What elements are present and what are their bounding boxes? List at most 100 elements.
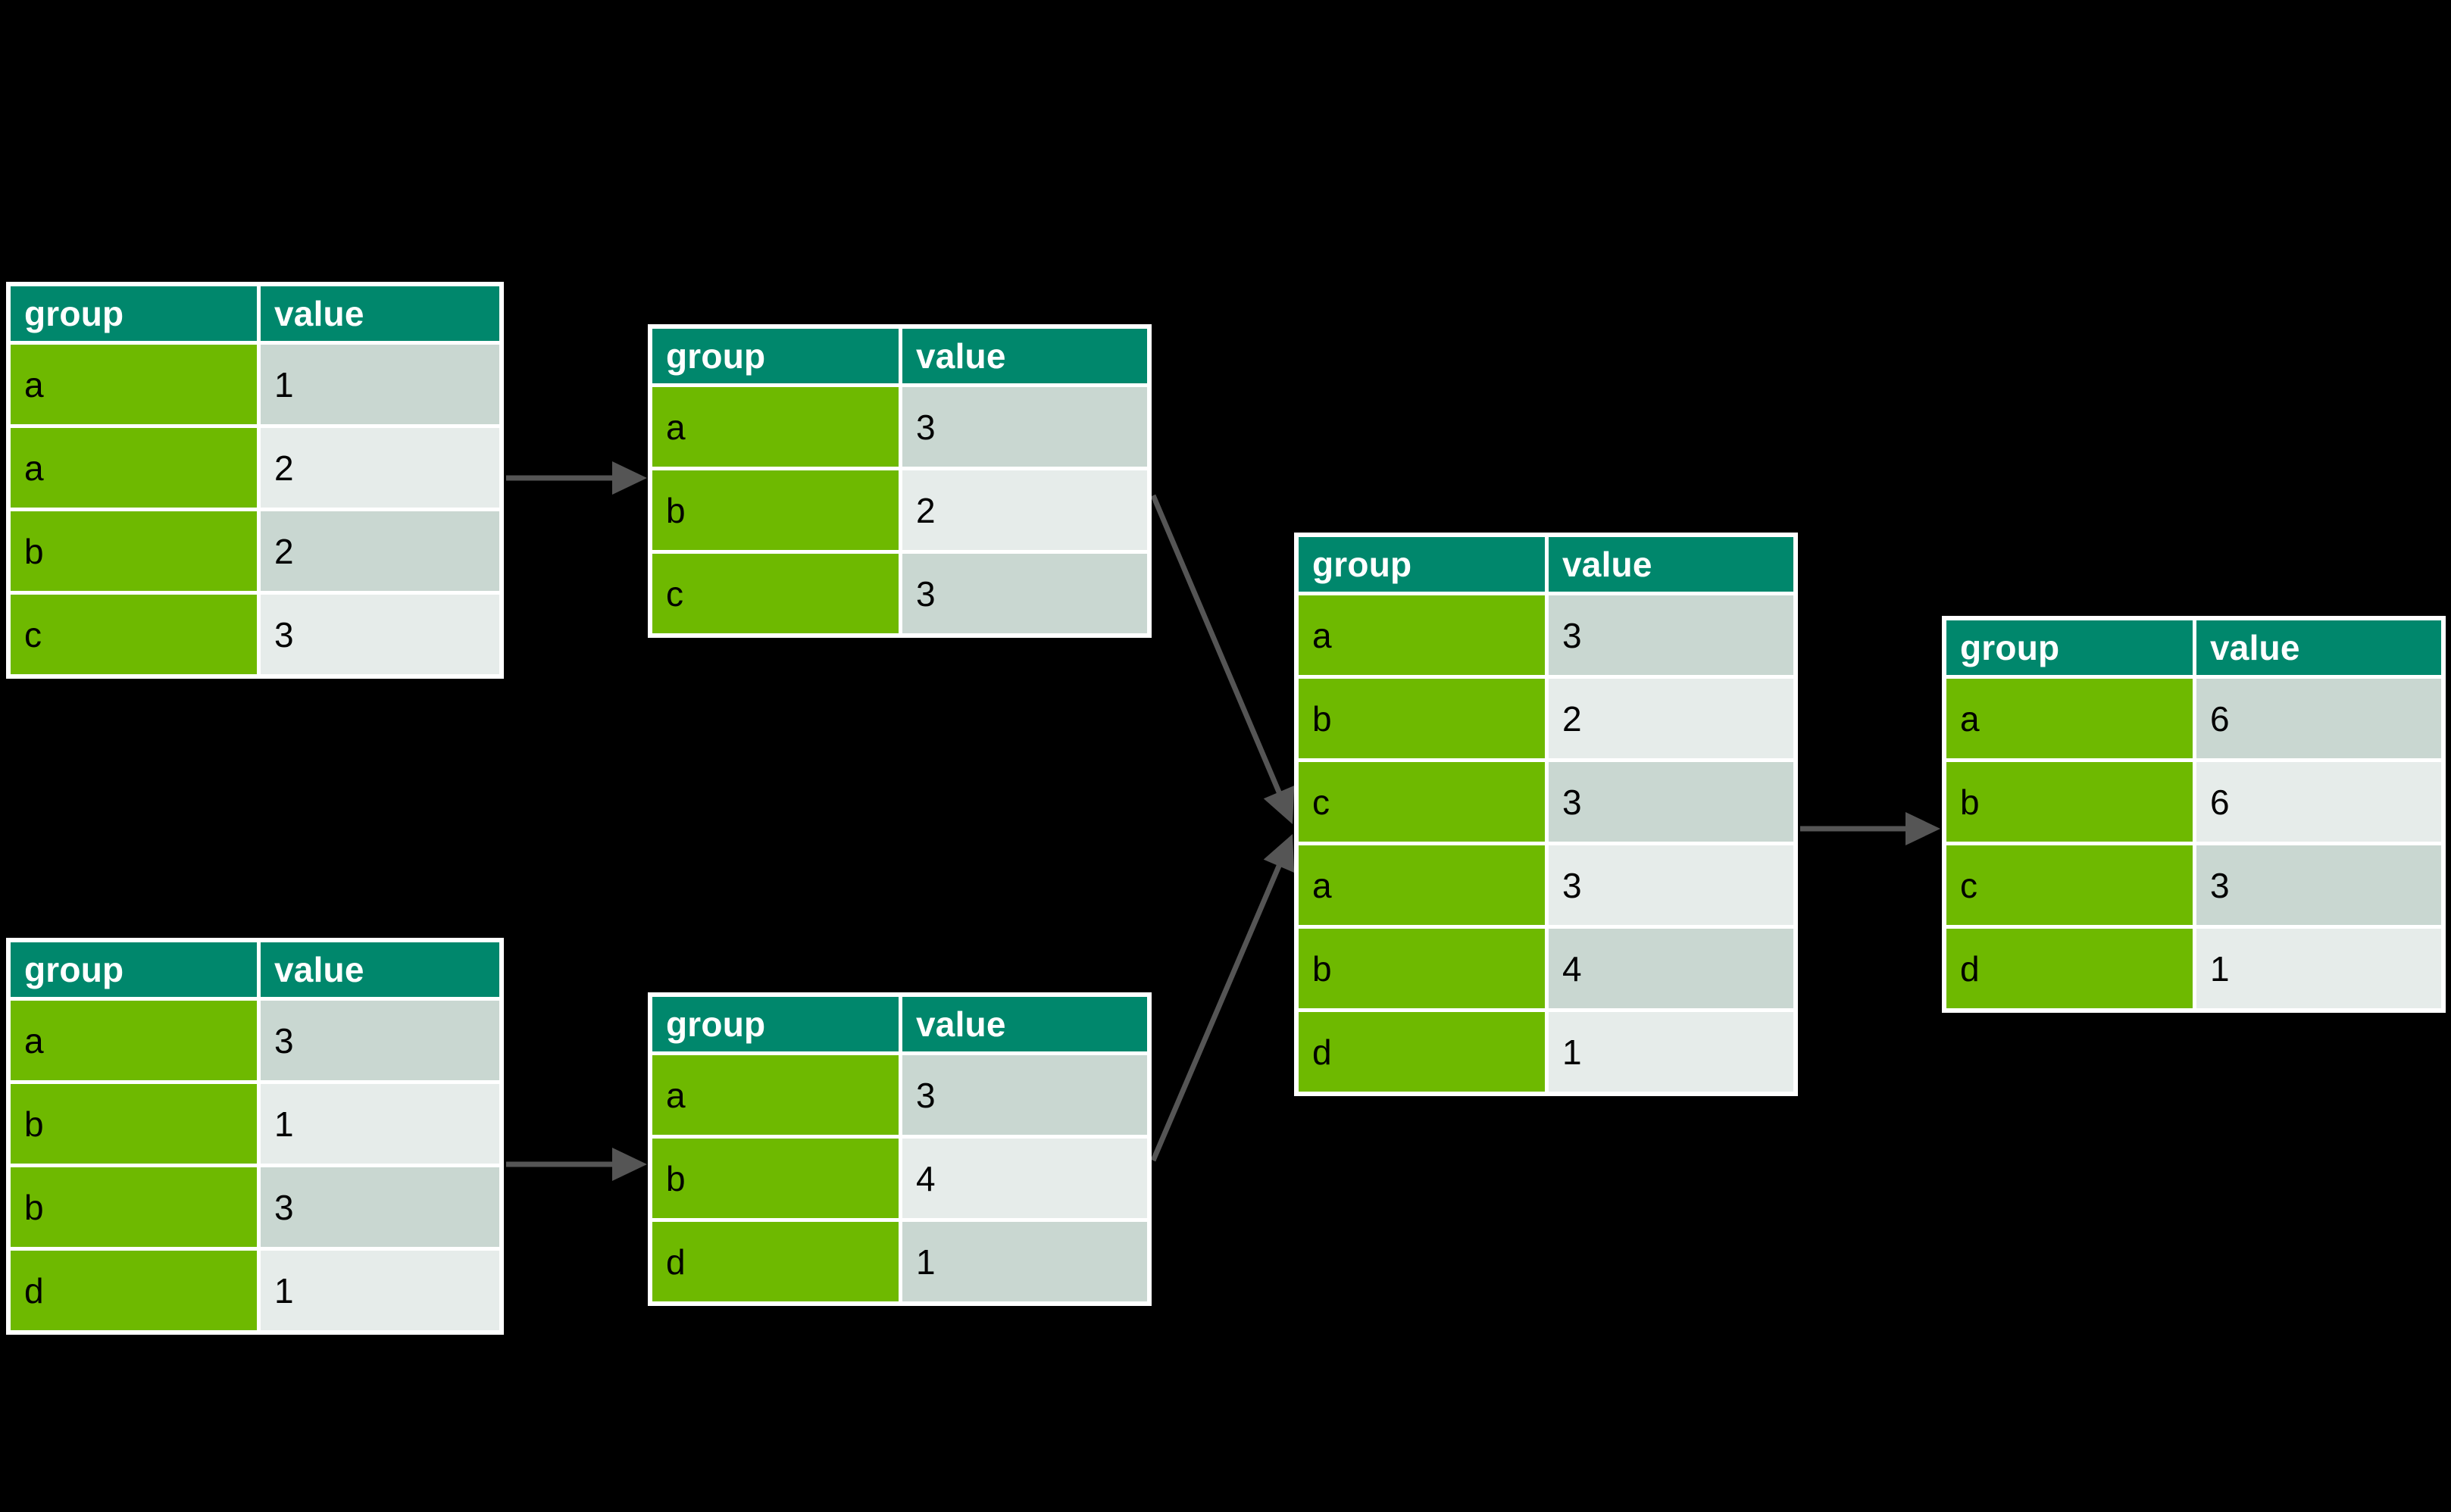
column-header-value: value [261, 286, 499, 341]
cell-value: 1 [2196, 929, 2441, 1008]
cell-group: b [11, 511, 257, 591]
cell-value: 3 [2196, 845, 2441, 925]
cell-group: a [652, 387, 899, 467]
column-header-group: group [652, 329, 899, 383]
column-header-value: value [902, 329, 1147, 383]
column-header-value: value [902, 997, 1147, 1051]
cell-value: 1 [1549, 1012, 1793, 1092]
arrow-combined-to-final [1800, 812, 1940, 845]
cell-group: b [11, 1084, 257, 1164]
cell-value: 2 [1549, 679, 1793, 758]
arrow-head-icon [1263, 786, 1295, 824]
cell-group: c [1946, 845, 2193, 925]
cell-group: c [11, 595, 257, 674]
cell-value: 1 [261, 1251, 499, 1330]
cell-group: c [652, 554, 899, 633]
arrow-input-bottom-to-summary-bottom [506, 1148, 647, 1181]
cell-group: c [1299, 762, 1545, 842]
cell-group: b [11, 1167, 257, 1247]
column-header-value: value [1549, 537, 1793, 592]
cell-value: 4 [902, 1139, 1147, 1218]
cell-group: a [652, 1055, 899, 1135]
cell-value: 3 [261, 595, 499, 674]
column-header-group: group [11, 286, 257, 341]
arrow-head-icon [612, 1148, 647, 1181]
cell-value: 3 [902, 1055, 1147, 1135]
cell-value: 3 [261, 1001, 499, 1080]
cell-group: a [1299, 845, 1545, 925]
arrow-head-icon [1905, 812, 1940, 845]
cell-group: a [11, 428, 257, 508]
arrow-shaft [1150, 494, 1283, 796]
column-header-group: group [11, 942, 257, 997]
cell-value: 3 [1549, 595, 1793, 675]
column-header-group: group [1299, 537, 1545, 592]
cell-value: 3 [1549, 845, 1793, 925]
column-header-value: value [261, 942, 499, 997]
arrow-summary-top-to-combined [1150, 494, 1295, 824]
cell-group: a [1299, 595, 1545, 675]
cell-value: 4 [1549, 929, 1793, 1008]
cell-value: 2 [902, 470, 1147, 550]
cell-group: d [1946, 929, 2193, 1008]
cell-group: b [1946, 762, 2193, 842]
column-header-group: group [1946, 620, 2193, 675]
cell-group: a [11, 1001, 257, 1080]
cell-value: 1 [261, 345, 499, 424]
cell-group: d [11, 1251, 257, 1330]
cell-group: b [652, 1139, 899, 1218]
cell-group: d [652, 1222, 899, 1301]
arrow-head-icon [612, 461, 647, 495]
cell-group: b [1299, 679, 1545, 758]
arrow-input-top-to-summary-top [506, 461, 647, 495]
arrow-head-icon [1263, 834, 1295, 873]
cell-value: 3 [261, 1167, 499, 1247]
cell-group: b [1299, 929, 1545, 1008]
arrow-shaft [1150, 862, 1283, 1162]
cell-value: 3 [902, 554, 1147, 633]
cell-value: 6 [2196, 762, 2441, 842]
cell-value: 2 [261, 428, 499, 508]
column-header-value: value [2196, 620, 2441, 675]
cell-value: 2 [261, 511, 499, 591]
cell-value: 1 [902, 1222, 1147, 1301]
cell-group: d [1299, 1012, 1545, 1092]
arrow-summary-bottom-to-combined [1150, 834, 1295, 1162]
cell-group: a [1946, 679, 2193, 758]
cell-group: b [652, 470, 899, 550]
cell-group: a [11, 345, 257, 424]
